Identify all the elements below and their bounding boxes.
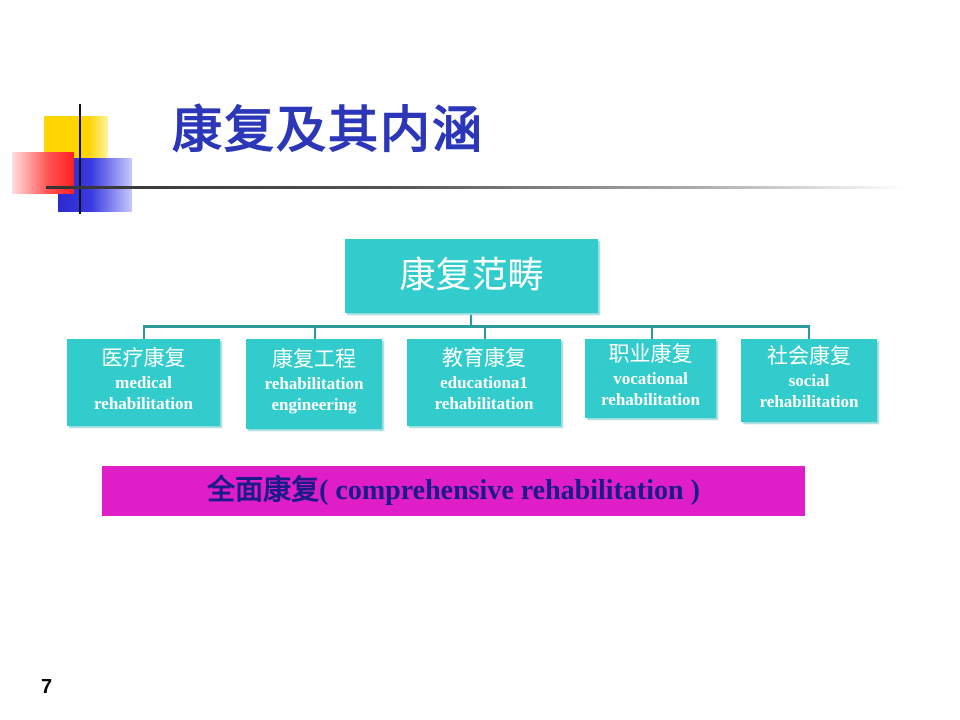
node-label-en-1: medical: [115, 373, 172, 392]
connector-drop-2: [314, 325, 316, 339]
node-label-cn: 教育康复: [442, 346, 526, 370]
node-label-cn: 职业康复: [608, 342, 693, 366]
connector-drop-4: [651, 325, 653, 339]
decorative-vertical-line: [79, 104, 81, 214]
page-title: 康复及其内涵: [172, 100, 484, 159]
connector-drop-5: [808, 325, 810, 339]
diagram-node-engineering: 康复工程 rehabilitation engineering: [246, 339, 382, 429]
node-label-en-2: rehabilitation: [759, 392, 859, 411]
diagram-node-educational: 教育康复 educationa1 rehabilitation: [407, 339, 561, 426]
summary-banner: 全面康复( comprehensive rehabilitation ): [102, 466, 805, 516]
node-label-cn: 康复工程: [272, 347, 356, 371]
node-label-en-1: social: [788, 371, 830, 390]
connector-horizontal-bar: [143, 325, 810, 328]
node-label-en-2: engineering: [271, 395, 357, 414]
node-label-cn: 医疗康复: [101, 346, 186, 370]
node-label-en-2: rehabilitation: [601, 390, 700, 409]
diagram-root-box: 康复范畴: [345, 239, 598, 313]
diagram-node-medical: 医疗康复 medical rehabilitation: [67, 339, 220, 426]
node-label-cn: 社会康复: [767, 344, 851, 368]
connector-root-stem: [470, 313, 472, 326]
node-label-en-1: rehabilitation: [264, 374, 364, 393]
node-label-en-1: educationa1: [440, 373, 528, 392]
diagram-node-social: 社会康复 social rehabilitation: [741, 339, 877, 422]
node-label-en-2: rehabilitation: [434, 394, 534, 413]
node-label-en-2: rehabilitation: [94, 394, 193, 413]
connector-drop-3: [484, 325, 486, 339]
page-number: 7: [41, 676, 53, 698]
title-underline: [46, 186, 906, 189]
connector-drop-1: [143, 325, 145, 339]
node-label-en-1: vocational: [613, 369, 688, 388]
diagram-node-vocational: 职业康复 vocational rehabilitation: [585, 339, 716, 418]
